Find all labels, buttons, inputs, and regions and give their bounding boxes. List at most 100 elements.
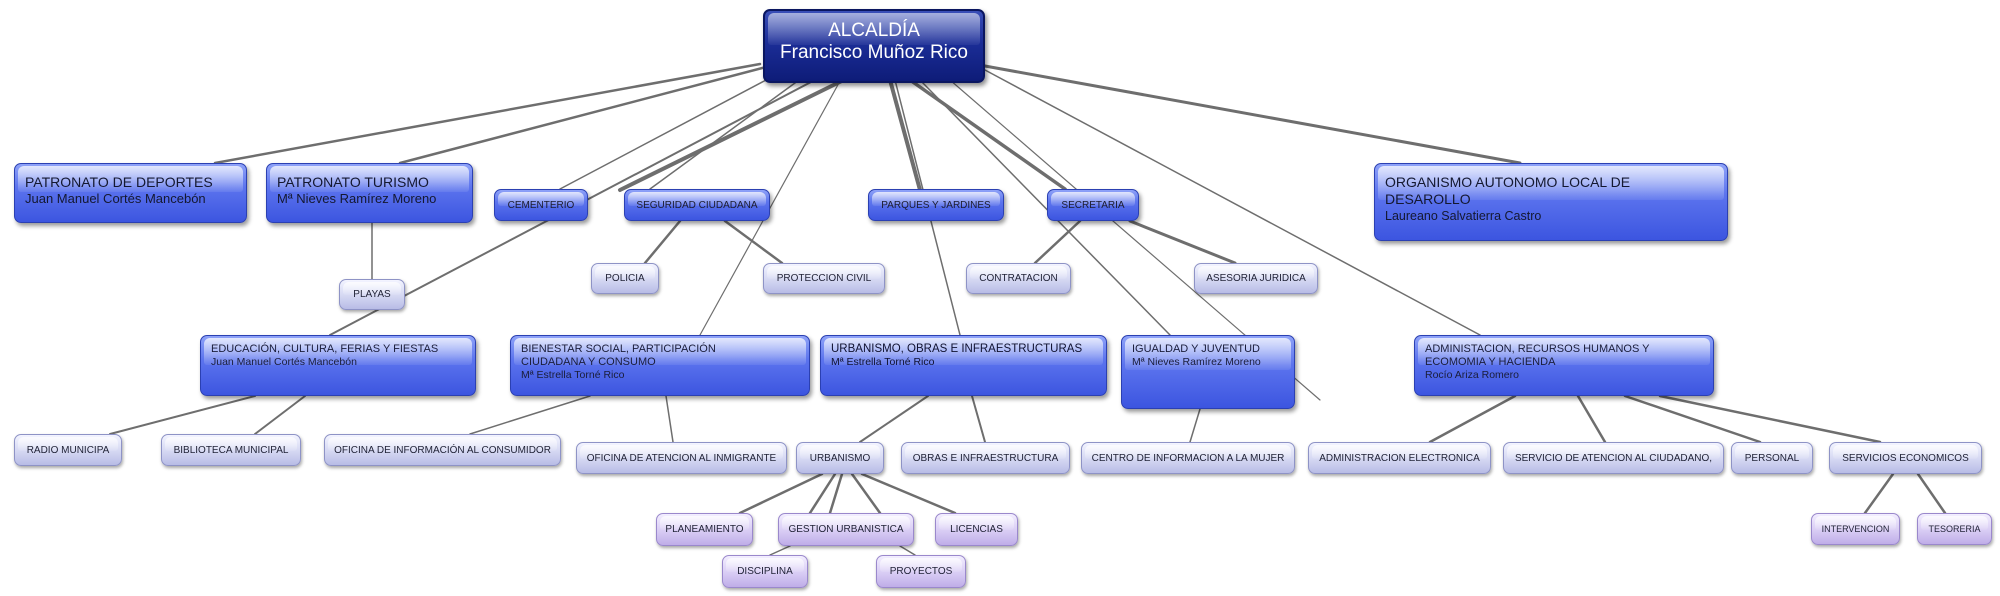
obras-infraestructura-label: OBRAS E INFRAESTRUCTURA bbox=[912, 452, 1059, 464]
administracion-title: ADMINISTACION, RECURSOS HUMANOS Y ECOMOM… bbox=[1425, 343, 1650, 368]
obras-infraestructura-node[interactable]: OBRAS E INFRAESTRUCTURA bbox=[901, 442, 1070, 474]
organismo-autonomo-title: ORGANISMO AUTONOMO LOCAL DE DESAROLLO bbox=[1385, 174, 1631, 207]
connector-line bbox=[649, 71, 811, 190]
biblioteca-municipal-label: BIBLIOTECA MUNICIPAL bbox=[173, 444, 289, 456]
cementerio-node[interactable]: CEMENTERIO bbox=[494, 189, 588, 221]
connector-line bbox=[1658, 394, 1882, 444]
radio-municipal-label: RADIO MUNICIPA bbox=[26, 444, 110, 456]
connector-line bbox=[850, 472, 882, 515]
connector-line bbox=[723, 219, 784, 265]
intervencion-label: INTERVENCION bbox=[1821, 524, 1890, 534]
urbanismo-obras-node[interactable]: URBANISMO, OBRAS E INFRAESTRUCTURAS Mª E… bbox=[820, 335, 1107, 396]
parques-jardines-label: PARQUES Y JARDINES bbox=[881, 200, 991, 211]
connector-line bbox=[983, 64, 1522, 165]
gestion-urbanistica-node[interactable]: GESTION URBANISTICA bbox=[778, 513, 914, 546]
disciplina-label: DISCIPLINA bbox=[737, 566, 793, 577]
educacion-name: Juan Manuel Cortés Mancebón bbox=[211, 356, 357, 368]
connector-line bbox=[860, 472, 957, 515]
connector-line bbox=[859, 395, 929, 443]
secretaria-label: SECRETARIA bbox=[1061, 200, 1125, 211]
intervencion-node[interactable]: INTERVENCION bbox=[1811, 513, 1900, 545]
administracion-electronica-node[interactable]: ADMINISTRACION ELECTRONICA bbox=[1308, 442, 1491, 474]
alcaldia-name: Francisco Muñoz Rico bbox=[780, 42, 968, 63]
organismo-autonomo-name: Laureano Salvatierra Castro bbox=[1385, 209, 1542, 223]
educacion-title: EDUCACIÓN, CULTURA, FERIAS Y FIESTAS bbox=[211, 343, 439, 355]
parques-jardines-node[interactable]: PARQUES Y JARDINES bbox=[868, 189, 1004, 221]
policia-label: POLICIA bbox=[605, 273, 645, 284]
connector-line bbox=[888, 78, 922, 192]
connector-line bbox=[643, 219, 682, 265]
urbanismo-sub-node[interactable]: URBANISMO bbox=[796, 442, 884, 474]
servicio-atencion-ciudadano-node[interactable]: SERVICIO DE ATENCION AL CIUDADANO, bbox=[1503, 442, 1724, 474]
tesoreria-node[interactable]: TESORERIA bbox=[1917, 513, 1992, 545]
bienestar-social-name: Mª Estrella Torné Rico bbox=[521, 369, 625, 381]
personal-label: PERSONAL bbox=[1744, 452, 1800, 464]
igualdad-juventud-node[interactable]: IGUALDAD Y JUVENTUD Mª Nieves Ramírez Mo… bbox=[1121, 335, 1295, 409]
igualdad-juventud-name: Mª Nieves Ramírez Moreno bbox=[1132, 356, 1261, 368]
alcaldia-node[interactable]: ALCALDÍA Francisco Muñoz Rico bbox=[763, 9, 985, 83]
playas-label: PLAYAS bbox=[353, 289, 391, 300]
seguridad-ciudadana-label: SEGURIDAD CIUDADANA bbox=[636, 200, 758, 211]
connector-line bbox=[828, 472, 844, 515]
radio-municipal-node[interactable]: RADIO MUNICIPA bbox=[14, 434, 122, 466]
administracion-electronica-label: ADMINISTRACION ELECTRONICA bbox=[1319, 452, 1480, 464]
connector-line bbox=[908, 78, 1067, 191]
connector-line bbox=[469, 395, 591, 435]
servicios-economicos-node[interactable]: SERVICIOS ECONOMICOS bbox=[1829, 442, 1982, 474]
playas-node[interactable]: PLAYAS bbox=[339, 279, 405, 310]
connector-line bbox=[899, 545, 916, 556]
connector-line bbox=[398, 64, 772, 165]
educacion-node[interactable]: EDUCACIÓN, CULTURA, FERIAS Y FIESTAS Jua… bbox=[200, 335, 476, 396]
proyectos-label: PROYECTOS bbox=[889, 566, 953, 577]
licencias-node[interactable]: LICENCIAS bbox=[935, 513, 1018, 546]
connector-line bbox=[919, 79, 1171, 336]
proteccion-civil-node[interactable]: PROTECCION CIVIL bbox=[763, 263, 885, 294]
servicio-atencion-ciudadano-label: SERVICIO DE ATENCION AL CIUDADANO, bbox=[1514, 452, 1713, 464]
asesoria-juridica-label: ASESORIA JURIDICA bbox=[1206, 273, 1306, 284]
urbanismo-sub-label: URBANISMO bbox=[809, 452, 871, 464]
bienestar-social-title: BIENESTAR SOCIAL, PARTICIPACIÓN CIUDADAN… bbox=[521, 343, 716, 368]
licencias-label: LICENCIAS bbox=[950, 524, 1003, 535]
igualdad-juventud-title: IGUALDAD Y JUVENTUD bbox=[1132, 343, 1260, 355]
asesoria-juridica-node[interactable]: ASESORIA JURIDICA bbox=[1194, 263, 1318, 294]
centro-informacion-mujer-node[interactable]: CENTRO DE INFORMACION A LA MUJER bbox=[1081, 442, 1295, 474]
patronato-deportes-title: PATRONATO DE DEPORTES bbox=[25, 174, 213, 190]
disciplina-node[interactable]: DISCIPLINA bbox=[722, 555, 808, 588]
secretaria-node[interactable]: SECRETARIA bbox=[1047, 189, 1139, 221]
oficina-consumidor-node[interactable]: OFICINA DE INFORMACIÓN AL CONSUMIDOR bbox=[324, 434, 561, 466]
oficina-inmigrante-label: OFICINA DE ATENCION AL INMIGRANTE bbox=[586, 452, 777, 464]
connector-line bbox=[738, 472, 824, 515]
oficina-inmigrante-node[interactable]: OFICINA DE ATENCION AL INMIGRANTE bbox=[576, 442, 787, 474]
connector-line bbox=[1189, 408, 1201, 443]
seguridad-ciudadana-node[interactable]: SEGURIDAD CIUDADANA bbox=[624, 189, 770, 221]
connector-line bbox=[1623, 394, 1762, 444]
connector-line bbox=[1916, 472, 1947, 515]
personal-node[interactable]: PERSONAL bbox=[1731, 442, 1813, 474]
connector-line bbox=[665, 395, 674, 443]
connector-line bbox=[1576, 394, 1607, 444]
connector-line bbox=[1128, 219, 1237, 265]
connector-line bbox=[699, 71, 846, 336]
urbanismo-obras-name: Mª Estrella Torné Rico bbox=[831, 356, 935, 368]
alcaldia-title: ALCALDÍA bbox=[828, 20, 920, 41]
connector-line bbox=[769, 545, 791, 556]
patronato-turismo-title: PATRONATO TURISMO bbox=[277, 174, 429, 190]
servicios-economicos-label: SERVICIOS ECONOMICOS bbox=[1842, 452, 1969, 464]
connector-line bbox=[984, 69, 1481, 336]
organismo-autonomo-node[interactable]: ORGANISMO AUTONOMO LOCAL DE DESAROLLO La… bbox=[1374, 163, 1728, 241]
biblioteca-municipal-node[interactable]: BIBLIOTECA MUNICIPAL bbox=[161, 434, 301, 466]
connector-line bbox=[559, 69, 786, 190]
connector-line bbox=[1033, 219, 1082, 265]
administracion-node[interactable]: ADMINISTACION, RECURSOS HUMANOS Y ECOMOM… bbox=[1414, 335, 1714, 396]
contratacion-node[interactable]: CONTRATACION bbox=[966, 263, 1071, 294]
patronato-deportes-node[interactable]: PATRONATO DE DEPORTES Juan Manuel Cortés… bbox=[14, 163, 247, 223]
proyectos-node[interactable]: PROYECTOS bbox=[876, 555, 966, 588]
planeamiento-node[interactable]: PLANEAMIENTO bbox=[656, 513, 753, 546]
bienestar-social-node[interactable]: BIENESTAR SOCIAL, PARTICIPACIÓN CIUDADAN… bbox=[510, 335, 810, 396]
connector-line bbox=[971, 395, 986, 443]
policia-node[interactable]: POLICIA bbox=[591, 263, 659, 294]
patronato-turismo-node[interactable]: PATRONATO TURISMO Mª Nieves Ramírez More… bbox=[266, 163, 473, 223]
oficina-consumidor-label: OFICINA DE INFORMACIÓN AL CONSUMIDOR bbox=[334, 444, 551, 456]
contratacion-label: CONTRATACION bbox=[979, 273, 1058, 284]
